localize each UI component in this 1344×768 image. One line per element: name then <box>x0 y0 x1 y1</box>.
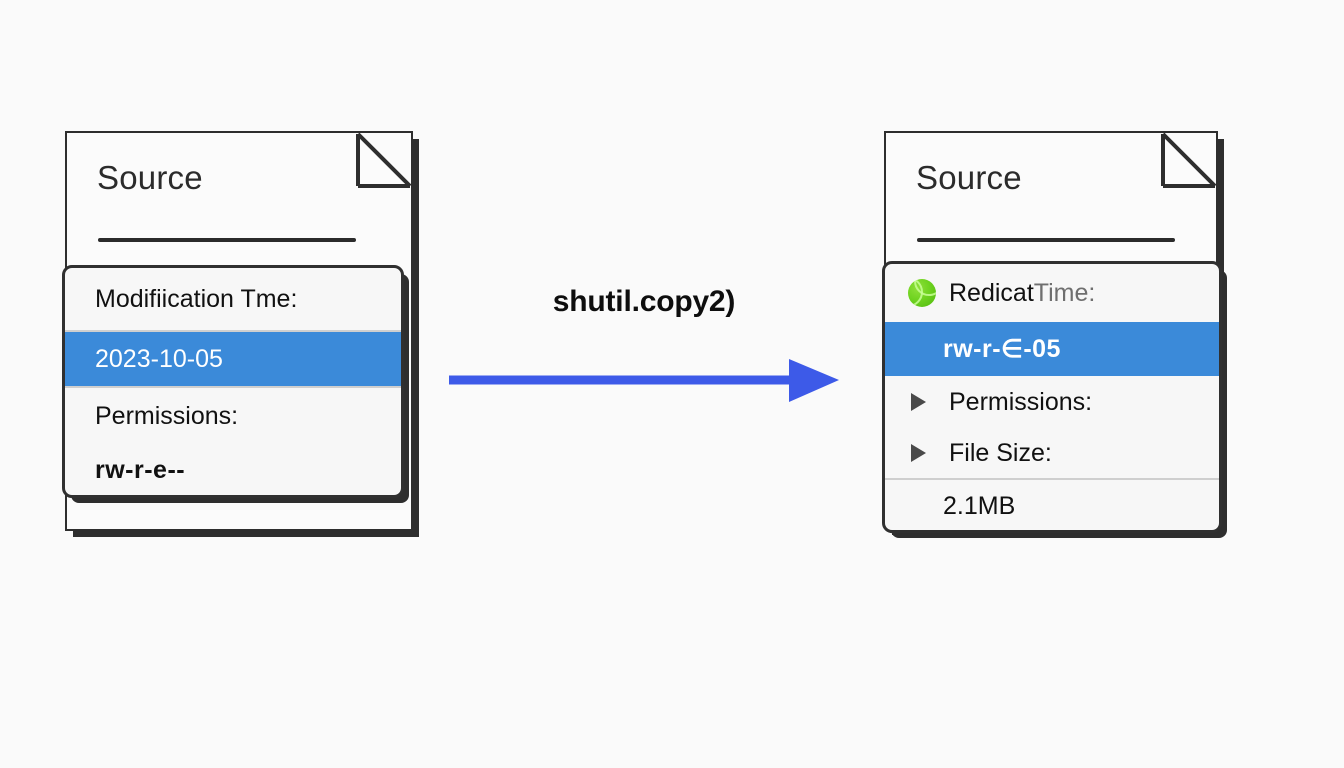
dest-row-file-size-value[interactable]: 2.1MB <box>885 480 1219 530</box>
source-row-modification-value[interactable]: 2023-10-05 <box>65 330 401 388</box>
source-row-label: Modifiication Tme: <box>95 284 298 313</box>
dest-row-file-size[interactable]: File Size: <box>885 428 1219 480</box>
dest-row-label: 2.1MB <box>943 491 1016 520</box>
destination-document-title: Source <box>916 159 1022 196</box>
dest-row-label-main: Redicat <box>949 278 1034 307</box>
source-metadata-panel: Modifiication Tme: 2023-10-05 Permission… <box>62 265 404 498</box>
title-underline <box>98 238 356 242</box>
source-row-label: rw-r-e-- <box>95 456 186 484</box>
page-fold-icon <box>1160 131 1218 189</box>
source-row-modification-time[interactable]: Modifiication Tme: <box>65 268 401 330</box>
dest-row-label: File Size: <box>949 438 1052 467</box>
triangle-right-icon[interactable] <box>911 444 926 462</box>
dest-row-permissions-value[interactable]: rw-r-∈-05 <box>885 322 1219 376</box>
source-row-permissions[interactable]: Permissions: <box>65 388 401 444</box>
dest-row-permissions[interactable]: Permissions: <box>885 376 1219 428</box>
source-row-label: 2023-10-05 <box>95 344 223 373</box>
page-fold-icon <box>355 131 413 189</box>
triangle-right-icon[interactable] <box>911 393 926 411</box>
source-row-label: Permissions: <box>95 401 239 430</box>
green-ball-icon <box>908 279 936 307</box>
source-document-title: Source <box>97 159 203 196</box>
destination-metadata-panel: RedicatTime: rw-r-∈-05 Permissions: File… <box>882 261 1222 533</box>
dest-row-replicat-time[interactable]: RedicatTime: <box>885 264 1219 322</box>
source-row-permissions-value[interactable]: rw-r-e-- <box>65 444 401 495</box>
dest-row-label: RedicatTime: <box>949 279 1095 308</box>
dest-row-label: Permissions: <box>949 387 1093 416</box>
transition-label: shutil.copy2) <box>552 285 736 318</box>
dest-row-label: rw-r-∈-05 <box>943 335 1061 363</box>
dest-row-label-tail: Time: <box>1033 278 1096 307</box>
copy-arrow-icon <box>449 355 839 405</box>
title-underline <box>917 238 1175 242</box>
